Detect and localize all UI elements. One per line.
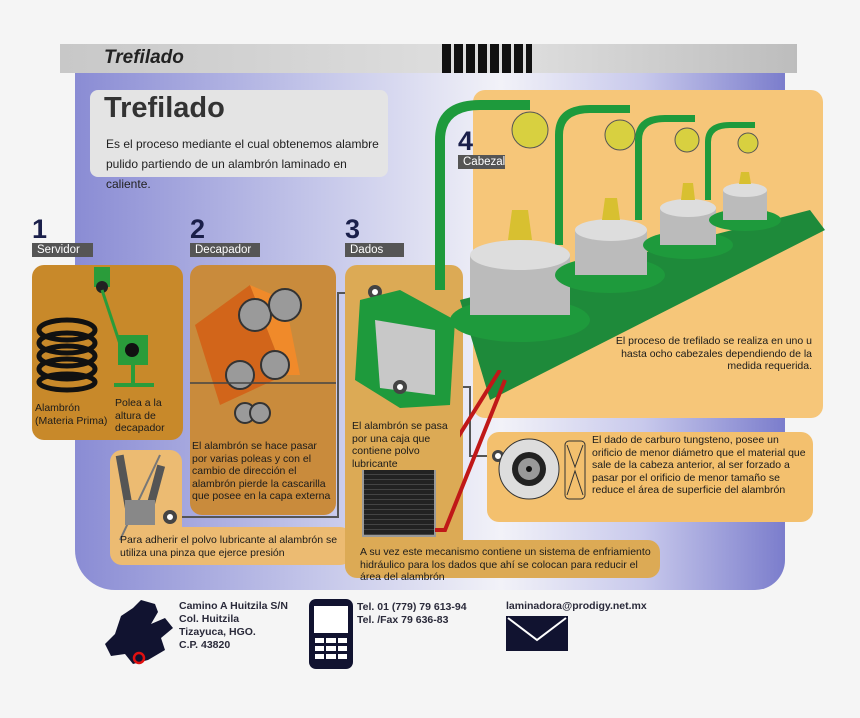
step-3-label: Dados [345, 243, 404, 257]
step-4-label: Cabezal [458, 155, 505, 169]
polea-caption: Polea a la altura de decapador [115, 397, 165, 434]
decapador-illustration [190, 285, 336, 424]
address-line: C.P. 43820 [179, 639, 231, 651]
radiator-illustration [362, 463, 436, 537]
dados-text: El alambrón se pasa por una caja que con… [352, 420, 460, 470]
envelope-icon [506, 616, 568, 651]
phone-icon [309, 599, 353, 669]
cabezal-machine-illustration [355, 100, 825, 408]
intro-title: Trefilado [104, 92, 225, 124]
address-line: Camino A Huitzila S/N [179, 600, 288, 612]
intro-box: Trefilado Es el proceso mediante el cual… [90, 90, 388, 191]
step-1-number: 1 [32, 214, 48, 244]
enfriamiento-box [345, 540, 660, 578]
step-2-label: Decapador [190, 243, 260, 257]
pinza-illustration [115, 454, 166, 541]
decapador-text: El alambrón se hace pasar por varias pol… [192, 440, 331, 502]
step-1-label: Servidor [32, 243, 93, 257]
email-link[interactable]: laminadora@prodigy.net.mx [506, 600, 647, 612]
step-3-number: 3 [345, 214, 361, 244]
header-stripes [442, 44, 532, 73]
pinza-text: Para adherir el polvo lubricante al alam… [120, 534, 338, 559]
enfriamiento-text: A su vez este mecanismo contiene un sist… [360, 546, 651, 583]
hidalgo-map-icon [105, 600, 173, 665]
callout-dot [393, 380, 407, 394]
header-bar [60, 44, 797, 73]
step-4-number: 4 [458, 126, 474, 156]
dado-text: El dado de carburo tungsteno, posee un o… [592, 434, 806, 496]
phone-block: Tel. 01 (779) 79 613-94 Tel. /Fax 79 636… [357, 601, 467, 627]
address-line: Tizayuca, HGO. [179, 626, 256, 638]
dado-illustration [498, 438, 586, 500]
phone-line: Tel. 01 (779) 79 613-94 [357, 601, 467, 613]
coil-illustration [36, 267, 154, 393]
alambron-caption: Alambrón (Materia Prima) [35, 402, 108, 427]
header-title: Trefilado [104, 47, 184, 68]
address-line: Col. Huitzila [179, 613, 240, 625]
step-2-number: 2 [190, 214, 206, 244]
fax-line: Tel. /Fax 79 636-83 [357, 614, 449, 626]
address-block: Camino A Huitzila S/N Col. Huitzila Tiza… [179, 600, 288, 652]
pinza-text-box [110, 527, 352, 565]
intro-text: Es el proceso mediante el cual obtenemos… [106, 137, 379, 191]
callout-dot [163, 510, 177, 524]
cabezal-text: El proceso de trefilado se realiza en un… [615, 335, 812, 372]
